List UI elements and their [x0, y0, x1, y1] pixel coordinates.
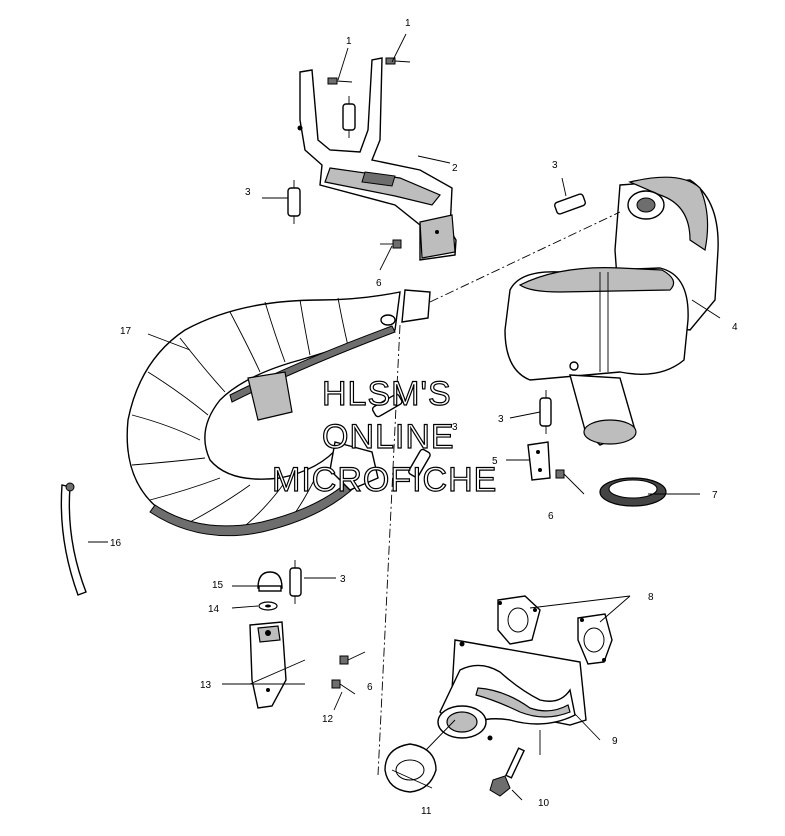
bolt-lower-a	[339, 651, 366, 665]
muffler	[504, 176, 719, 446]
watermark-line-1: HLSM'S	[322, 375, 452, 413]
lower-bracket	[249, 621, 287, 709]
callout-3: 3	[452, 422, 458, 433]
callout-3: 3	[552, 160, 558, 171]
bolt-lower-b	[331, 679, 356, 695]
bolt-tab	[555, 469, 585, 495]
callout-10: 10	[538, 798, 550, 809]
callout-12: 12	[322, 714, 334, 725]
callout-7: 7	[712, 490, 718, 501]
manifold-bolt	[489, 747, 525, 797]
mounting-tab	[527, 441, 551, 481]
bolt-bracket	[380, 239, 402, 249]
watermark: HLSM'S ONLINE MICROFICHE	[271, 374, 497, 499]
spring-right	[539, 390, 552, 434]
spring-lower	[289, 560, 302, 604]
spring-lower-center	[408, 448, 431, 478]
callout-16: 16	[110, 538, 122, 549]
mounting-bracket	[297, 57, 457, 261]
callout-1: 1	[346, 36, 352, 47]
bracket-spring	[342, 96, 356, 138]
callout-3: 3	[498, 414, 504, 425]
callout-3: 3	[245, 187, 251, 198]
spring-center	[371, 393, 403, 418]
seal-ring	[599, 477, 667, 507]
hanger-strap	[60, 482, 87, 596]
callout-9: 9	[612, 736, 618, 747]
callout-13: 13	[200, 680, 212, 691]
callout-6: 6	[367, 682, 373, 693]
callout-6: 6	[376, 278, 382, 289]
seal-cone	[384, 743, 437, 793]
callout-6: 6	[548, 511, 554, 522]
gasket-right	[577, 613, 613, 665]
cap	[257, 571, 283, 592]
callout-2: 2	[452, 163, 458, 174]
spring-left	[287, 180, 301, 224]
exhaust-manifold	[437, 639, 587, 741]
callout-14: 14	[208, 604, 220, 615]
bolt-top-a	[327, 77, 353, 85]
spring-muffler-top	[553, 193, 587, 215]
expansion-chamber	[126, 289, 431, 537]
bolt-top-b	[385, 57, 411, 65]
assembly-lines	[88, 33, 721, 801]
callout-8: 8	[648, 592, 654, 603]
callout-15: 15	[212, 580, 224, 591]
callout-4: 4	[732, 322, 738, 333]
callouts: 1 1 2 3 3 3 3 3 4 5 6 6 6 7 8 9 10 11 12…	[110, 18, 738, 817]
gasket-left	[497, 595, 541, 645]
grommet	[258, 601, 278, 611]
callout-17: 17	[120, 326, 132, 337]
callout-5: 5	[492, 456, 498, 467]
callout-1: 1	[405, 18, 411, 29]
callout-11: 11	[421, 806, 432, 817]
watermark-line-2: ONLINE	[322, 418, 455, 456]
callout-3: 3	[340, 574, 346, 585]
watermark-line-3: MICROFICHE	[272, 461, 497, 499]
